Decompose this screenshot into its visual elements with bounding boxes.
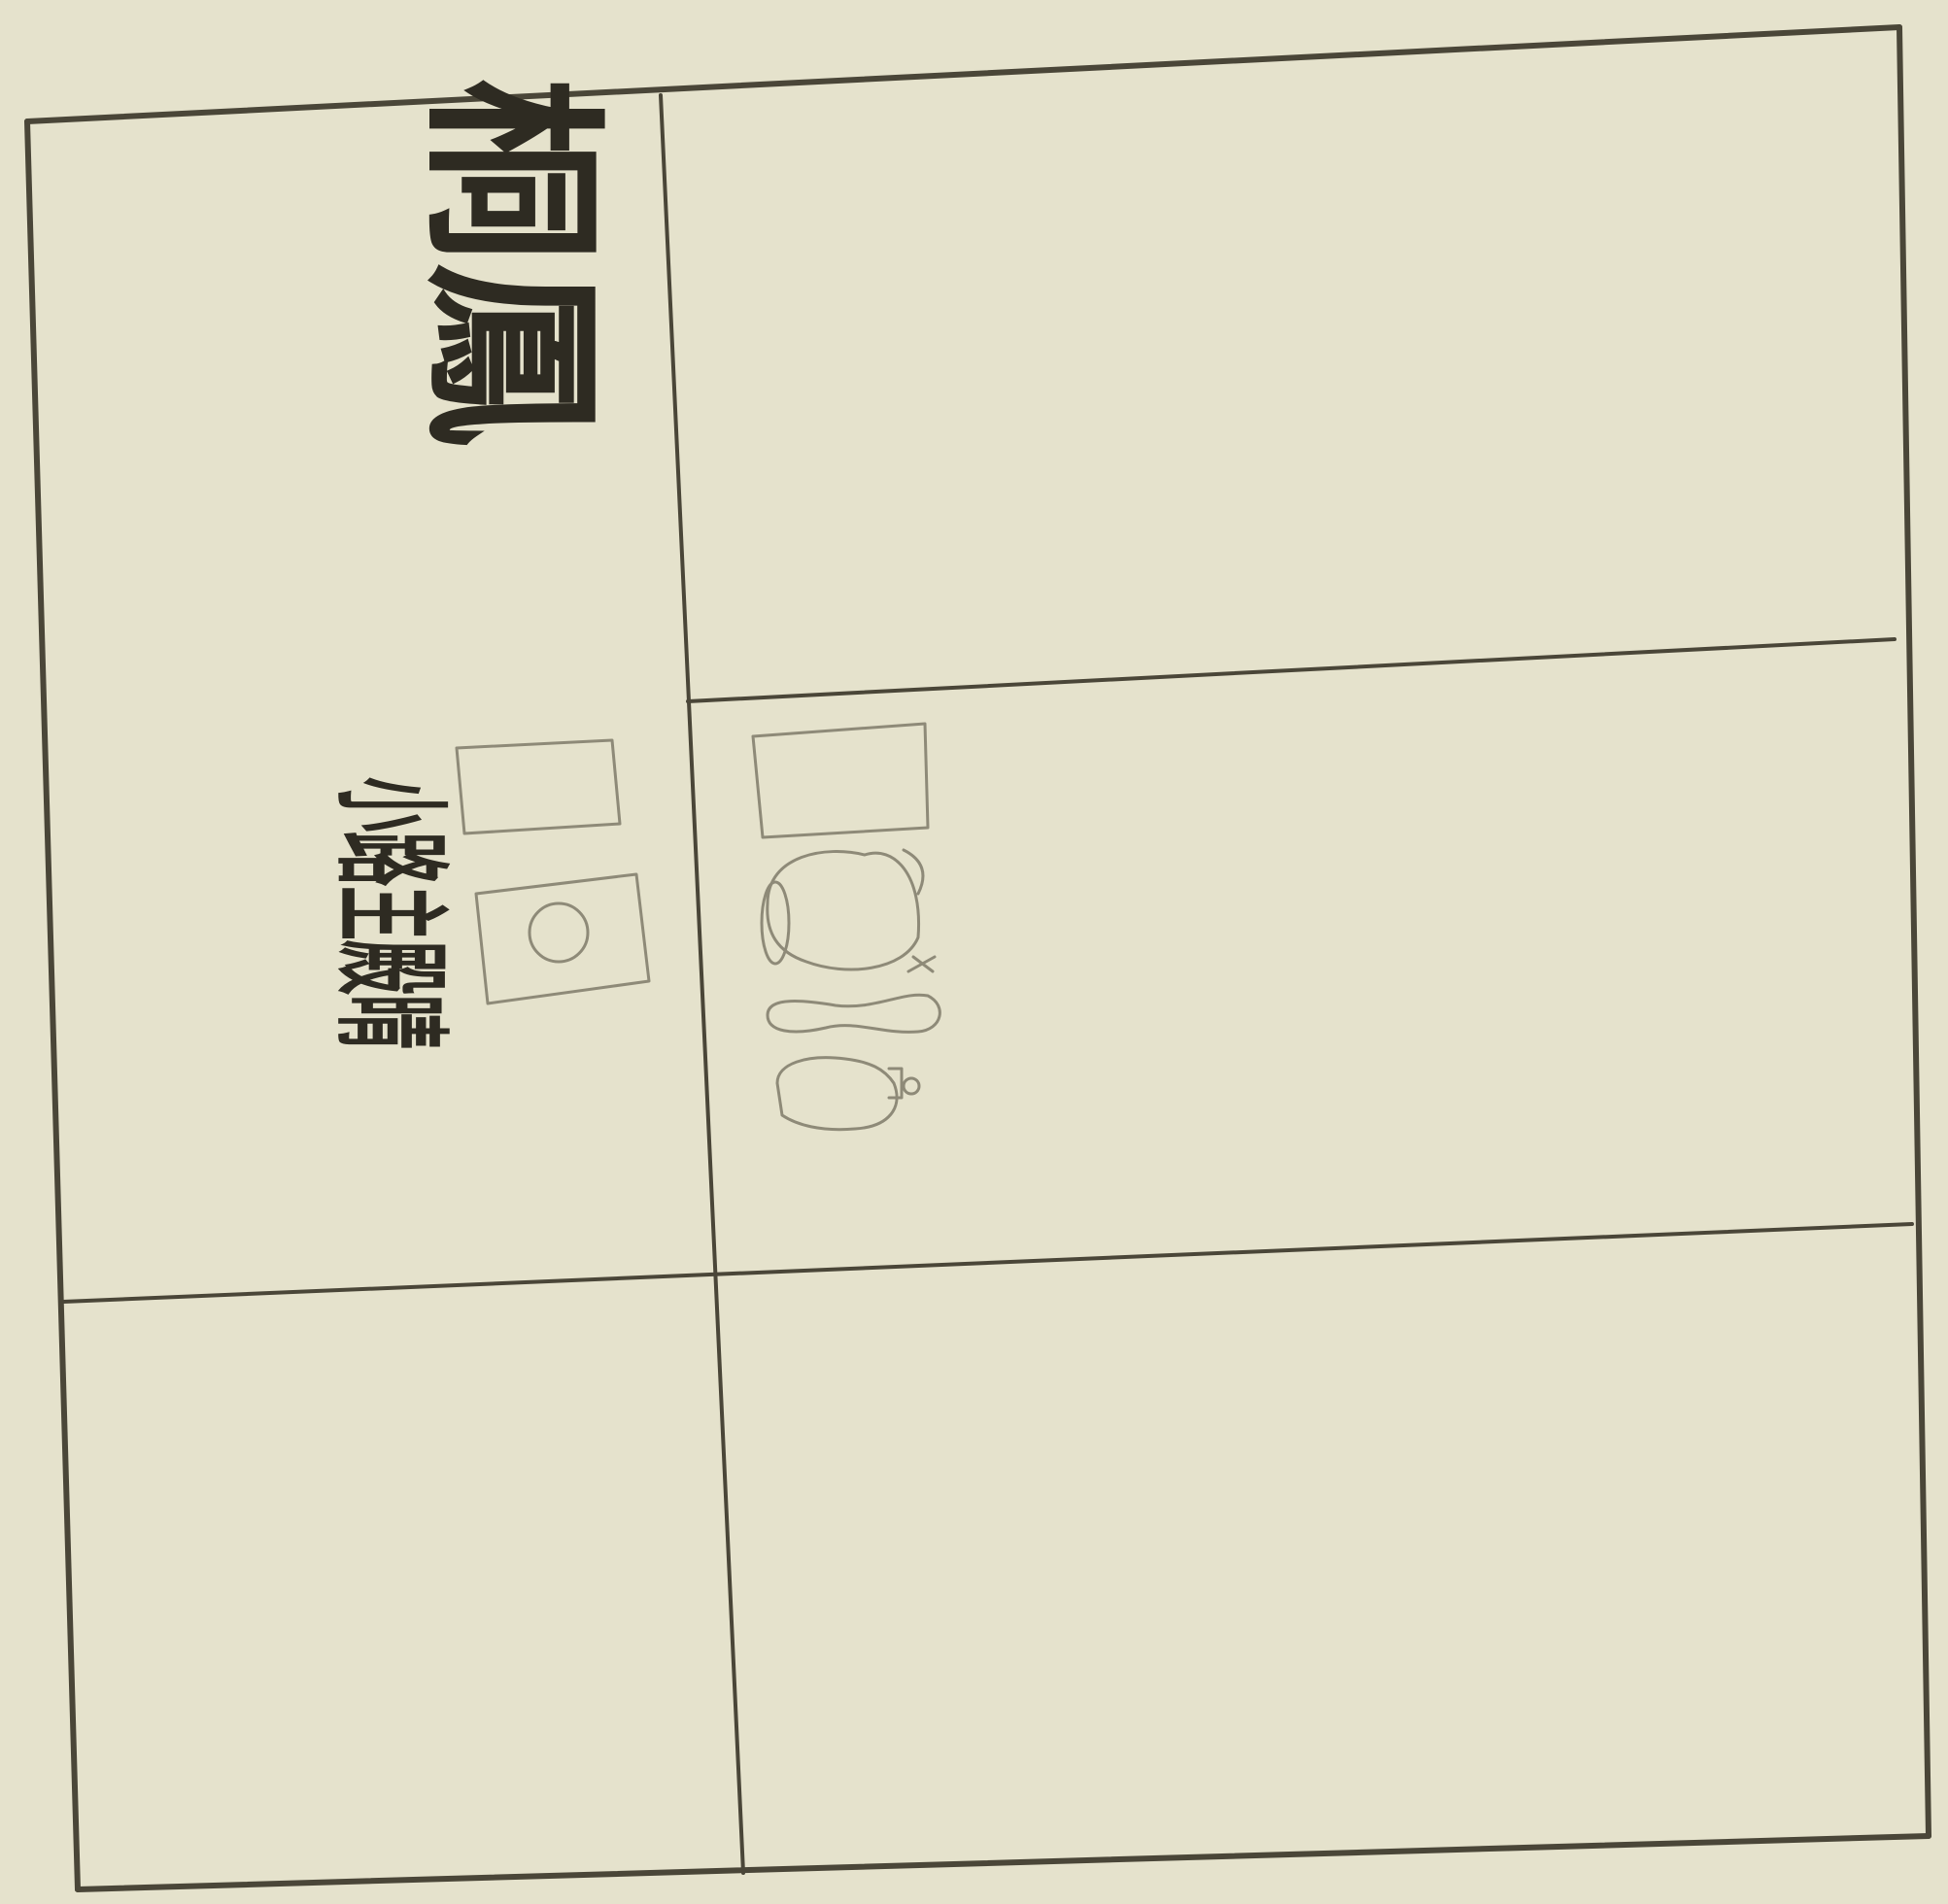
seal-blank-square xyxy=(455,738,622,835)
inscription-calligraphy: 桐鳳 xyxy=(403,78,620,447)
panel-top-left: 桐鳳 小路主殿晴 xyxy=(322,78,651,1049)
bottle-with-stopper-motif xyxy=(775,1056,921,1132)
ladle-motif xyxy=(766,993,941,1034)
panel-middle-right xyxy=(751,722,941,1132)
svg-text:桐鳳: 桐鳳 xyxy=(403,78,620,447)
lower-inscription-calligraphy: 小路主殿晴 xyxy=(322,777,459,1049)
outer-frame xyxy=(24,24,1931,1892)
upper-horizontal-divider xyxy=(686,637,1897,703)
jar-with-lid-motif xyxy=(760,848,937,973)
seal-circle xyxy=(474,872,651,1005)
seal-blank-square-right xyxy=(751,722,930,839)
svg-text:小路主殿晴: 小路主殿晴 xyxy=(322,777,459,1049)
grid-dividers xyxy=(61,93,1914,1875)
lower-horizontal-divider xyxy=(61,1222,1914,1304)
vertical-divider xyxy=(659,93,745,1875)
